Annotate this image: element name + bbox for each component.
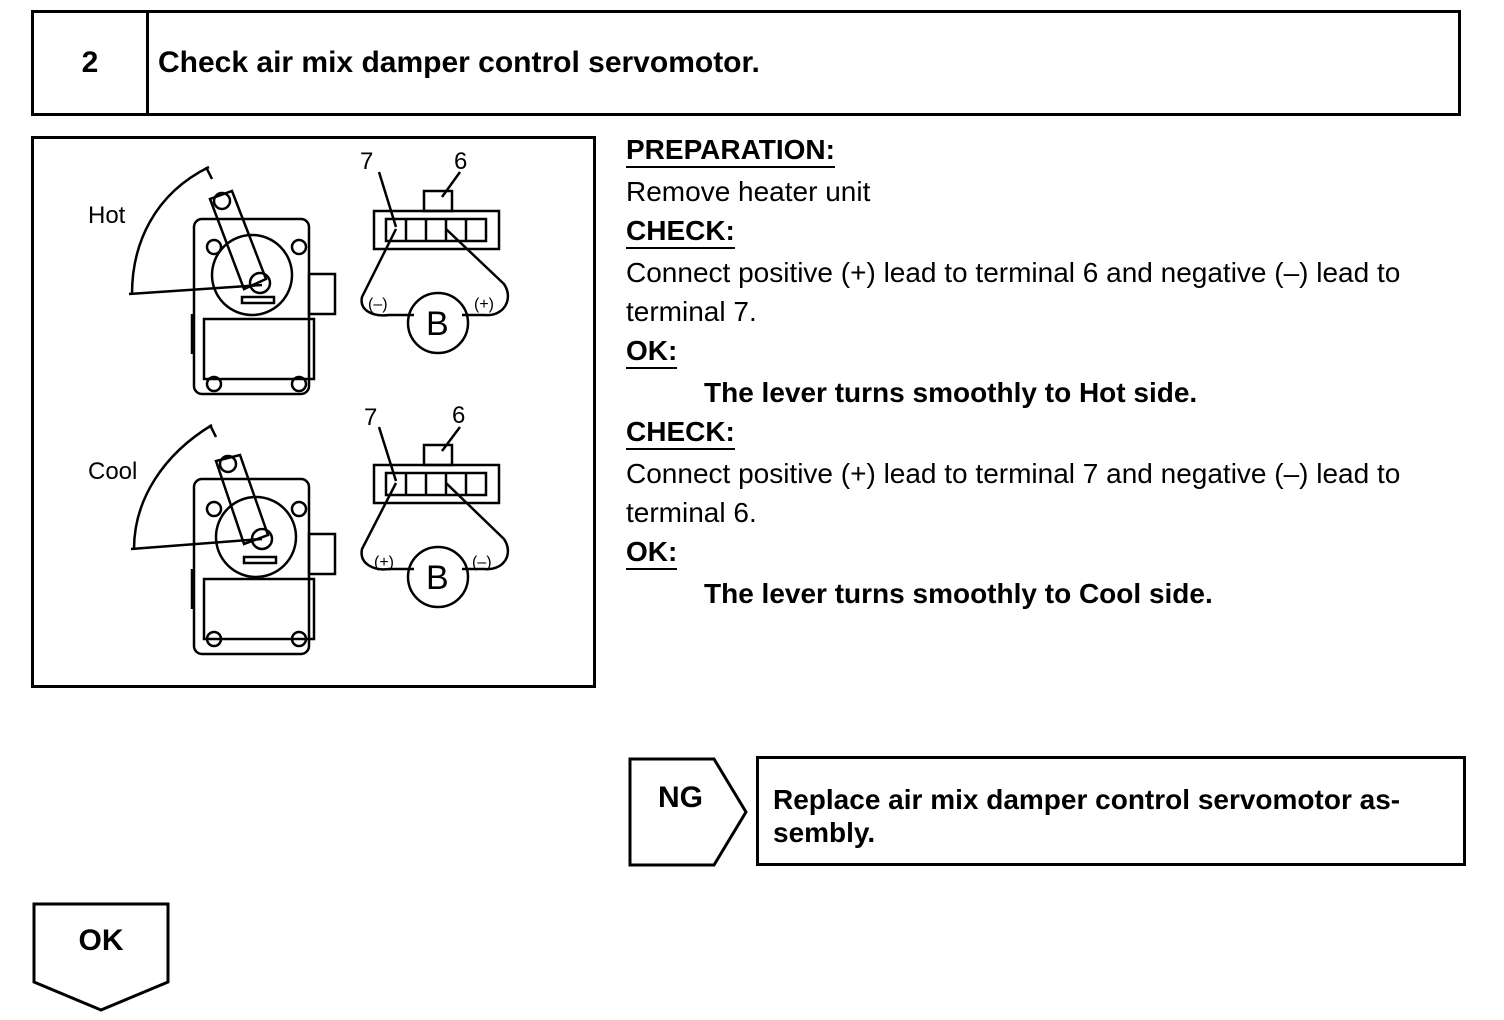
hot-label: Hot bbox=[88, 202, 126, 229]
ok2-heading: OK: bbox=[626, 536, 678, 570]
connector-hot bbox=[360, 171, 510, 317]
check2-text: Connect positive (+) lead to terminal 7 … bbox=[626, 458, 1401, 528]
preparation-heading: PREPARATION: bbox=[626, 134, 835, 168]
step-title: Check air mix damper control servomotor. bbox=[158, 46, 760, 79]
negative-sign-cool: (–) bbox=[472, 554, 492, 571]
cool-label: Cool bbox=[88, 458, 137, 485]
negative-sign-hot: (–) bbox=[368, 296, 388, 313]
ok-tag: OK bbox=[32, 902, 170, 1014]
ok2-result: The lever turns smoothly to Cool side. bbox=[704, 578, 1213, 609]
ng-label: NG bbox=[658, 781, 703, 814]
terminal-7-label-hot: 7 bbox=[360, 148, 373, 175]
positive-sign-hot: (+) bbox=[474, 296, 494, 313]
ok1-heading: OK: bbox=[626, 335, 678, 369]
check2-heading: CHECK: bbox=[626, 416, 735, 450]
servomotor-diagram: Hot Cool 7 6 (–) (+) B 7 6 (+) (–) B bbox=[88, 148, 510, 656]
instructions: PREPARATION: Remove heater unit CHECK: C… bbox=[626, 130, 1476, 613]
servomotor-cool-body bbox=[130, 423, 337, 656]
battery-label-cool: B bbox=[426, 559, 449, 597]
battery-cool-icon bbox=[406, 545, 470, 609]
ng-action: Replace air mix damper control servomoto… bbox=[756, 756, 1466, 866]
servomotor-hot-body bbox=[128, 165, 337, 396]
ok1-result: The lever turns smoothly to Hot side. bbox=[704, 377, 1198, 408]
step-header: 2 Check air mix damper control servomoto… bbox=[31, 10, 1461, 116]
preparation-text: Remove heater unit bbox=[626, 176, 871, 207]
ok-down-arrow-icon bbox=[32, 902, 170, 1012]
servomotor-illustration: Hot Cool 7 6 (–) (+) B 7 6 (+) (–) B bbox=[31, 136, 596, 688]
ng-tag: NG bbox=[628, 757, 750, 867]
positive-sign-cool: (+) bbox=[374, 554, 394, 571]
connector-cool bbox=[360, 426, 510, 571]
terminal-6-label-hot: 6 bbox=[454, 148, 467, 175]
terminal-6-label-cool: 6 bbox=[452, 402, 465, 429]
check1-heading: CHECK: bbox=[626, 215, 735, 249]
ng-arrow-icon bbox=[628, 757, 748, 867]
battery-hot-icon bbox=[406, 291, 470, 355]
ok-label: OK bbox=[78, 924, 124, 957]
check1-text: Connect positive (+) lead to terminal 6 … bbox=[626, 257, 1401, 327]
terminal-7-label-cool: 7 bbox=[364, 404, 377, 431]
step-number: 2 bbox=[34, 13, 149, 113]
battery-label-hot: B bbox=[426, 305, 449, 343]
